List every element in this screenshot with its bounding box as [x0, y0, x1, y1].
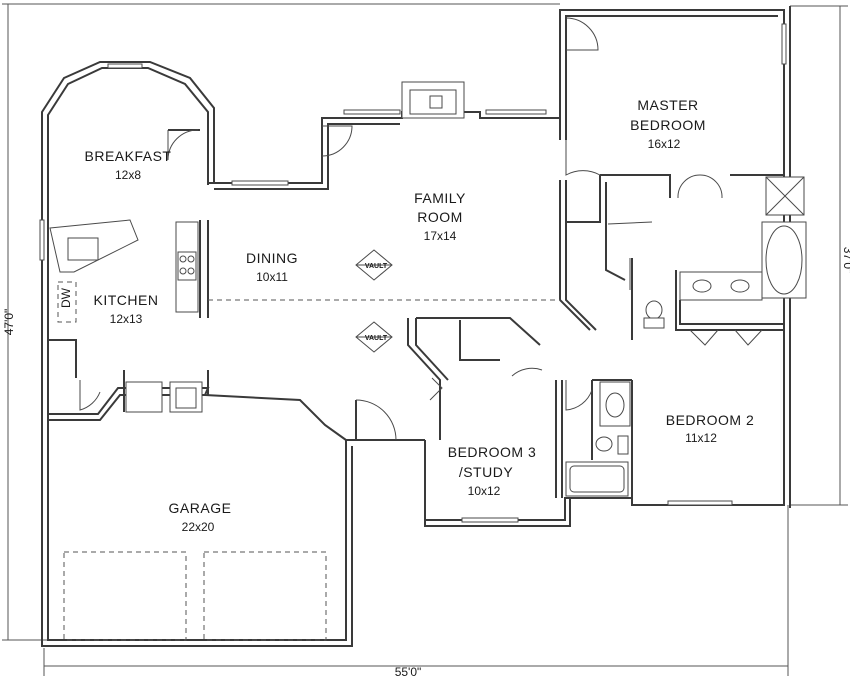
room-size-family: 17x14	[424, 229, 457, 243]
room-label-family-line1: FAMILY	[414, 190, 466, 206]
room-label-master-line1: MASTER	[637, 97, 698, 113]
room-label-bedroom2: BEDROOM 2	[666, 412, 755, 428]
room-size-breakfast: 12x8	[115, 168, 141, 182]
room-size-bedroom3: 10x12	[468, 484, 501, 498]
room-size-garage: 22x20	[182, 520, 215, 534]
room-size-bedroom2: 11x12	[685, 431, 717, 445]
room-label-family-line2: ROOM	[417, 209, 463, 225]
room-label-dining: DINING	[246, 250, 298, 266]
vault-label: VAULT	[365, 335, 388, 342]
room-size-kitchen: 12x13	[110, 312, 143, 326]
exterior-walls	[41, 6, 791, 647]
room-size-dining: 10x11	[256, 270, 288, 284]
dimension-lines	[2, 3, 848, 676]
doors	[79, 17, 763, 441]
vault-symbol-family: VAULT	[355, 249, 393, 281]
room-label-garage: GARAGE	[169, 500, 232, 516]
dimension-overall-depth: 47'0"	[2, 309, 16, 336]
room-size-master: 16x12	[648, 137, 681, 151]
room-label-bedroom3-line2: /STUDY	[459, 464, 514, 480]
room-label-master-line2: BEDROOM	[630, 117, 706, 133]
room-label-kitchen: KITCHEN	[94, 292, 159, 308]
vault-label: VAULT	[365, 263, 388, 270]
dimension-overall-width: 55'0"	[395, 665, 422, 679]
vault-symbol-hall: VAULT	[355, 321, 393, 353]
room-label-bedroom3-line1: BEDROOM 3	[448, 444, 537, 460]
interior-walls	[48, 129, 784, 498]
fixtures	[49, 176, 807, 641]
dimension-right-depth: 37'0"	[841, 247, 850, 274]
windows	[39, 23, 787, 523]
dishwasher-label: DW	[59, 287, 73, 308]
room-label-breakfast: BREAKFAST	[85, 148, 172, 164]
